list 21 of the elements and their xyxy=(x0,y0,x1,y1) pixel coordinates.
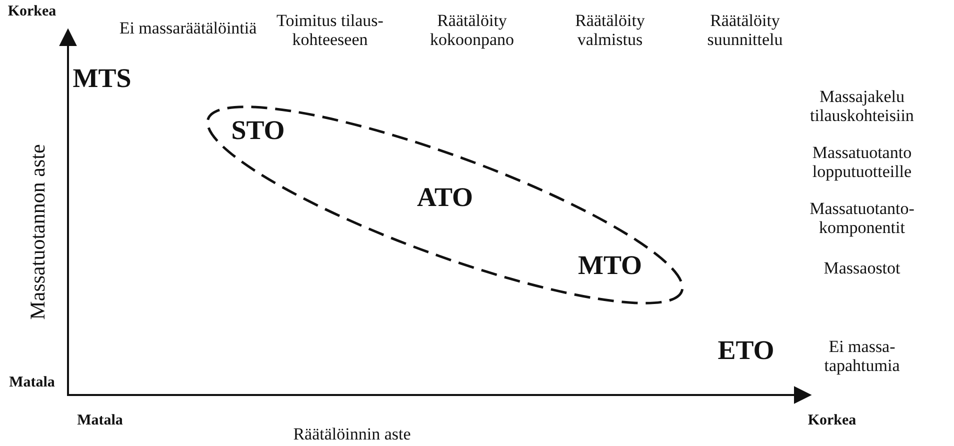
axis-end-label: Korkea xyxy=(806,412,858,430)
row-heading: Massatuotanto- komponentit xyxy=(808,199,916,237)
abbreviation: STO xyxy=(231,115,285,145)
row-heading: Massajakelu tilauskohteisiin xyxy=(809,87,915,125)
abbreviation: MTS xyxy=(72,63,132,93)
axis-end-label: Matala xyxy=(8,374,56,392)
axis-end-label: Korkea xyxy=(6,2,58,22)
abbreviation: ATO xyxy=(416,182,474,212)
axis-title: Massatuotannon aste xyxy=(28,143,48,322)
column-heading: Ei massaräätälöintiä xyxy=(118,18,258,38)
row-heading: Ei massa- tapahtumia xyxy=(823,337,901,375)
abbreviation: MTO xyxy=(578,250,642,280)
column-heading: Räätälöity suunnittelu xyxy=(706,11,784,49)
row-heading: Massaostot xyxy=(822,258,902,278)
column-heading: Räätälöity valmistus xyxy=(574,11,646,49)
column-heading: Toimitus tilaus- kohteeseen xyxy=(276,11,384,49)
axis-title: Räätälöinnin aste xyxy=(292,424,412,444)
column-heading: Räätälöity kokoonpano xyxy=(428,11,516,49)
axis-end-label: Matala xyxy=(76,412,124,430)
abbreviation: ETO xyxy=(716,335,776,365)
row-heading: Massatuotanto lopputuotteille xyxy=(811,143,913,181)
